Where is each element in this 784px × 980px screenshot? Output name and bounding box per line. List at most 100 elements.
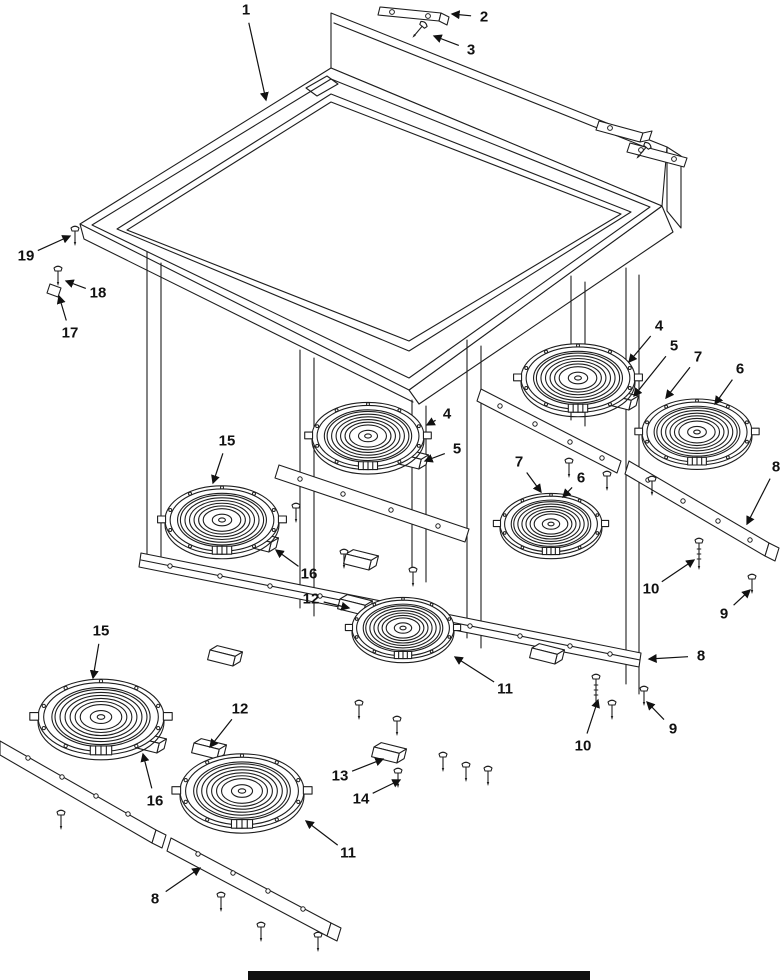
bolt: [694, 537, 704, 571]
callout-arrow: [425, 417, 436, 426]
callout-arrow: [714, 380, 732, 406]
cooktop-left-edge: [80, 224, 413, 402]
cooktop-flange-endcap: [667, 147, 681, 228]
callout-arrow: [453, 656, 494, 682]
burner-element: [171, 753, 313, 834]
screw: [256, 921, 266, 943]
callout-label: 7: [694, 349, 702, 366]
burner-element: [634, 398, 760, 470]
screw: [56, 809, 66, 831]
callout-label: 8: [151, 891, 159, 908]
callout-arrow: [562, 487, 572, 498]
callout-arrow: [166, 867, 202, 892]
callout-arrow: [628, 336, 651, 364]
screw: [483, 765, 493, 787]
callout-label: 6: [736, 361, 744, 378]
callout-label: 15: [93, 623, 110, 640]
callout-label: 6: [577, 470, 585, 487]
callout-arrow: [352, 757, 385, 771]
callout-arrow: [527, 473, 542, 494]
callout-arrow: [211, 453, 223, 485]
callout-label: 15: [219, 433, 236, 450]
screw: [354, 699, 364, 721]
small-bracket-left: [47, 284, 61, 297]
callout-label: 19: [18, 248, 35, 265]
support-rail-right: [625, 461, 779, 561]
callout-arrow: [423, 454, 445, 463]
screw: [564, 457, 574, 479]
screw: [408, 566, 418, 588]
callout-label: 9: [720, 606, 728, 623]
callout-arrow: [274, 549, 299, 566]
callout-label: 18: [90, 285, 107, 302]
mounting-bracket-right-upper: [596, 121, 652, 142]
callout-label: 1: [242, 2, 250, 19]
mounting-clip: [207, 643, 244, 668]
screw: [607, 699, 617, 721]
bottom-edge-bar: [248, 971, 590, 980]
screw: [438, 751, 448, 773]
screw: [53, 265, 63, 287]
callout-arrow: [64, 279, 86, 288]
callout-label: 5: [453, 441, 461, 458]
callout-arrow: [324, 602, 351, 611]
callout-arrow: [249, 23, 269, 102]
callout-label: 13: [332, 768, 349, 785]
callout-label: 12: [303, 591, 320, 608]
callout-label: 7: [515, 454, 523, 471]
callout-label: 5: [670, 338, 678, 355]
callout-arrow: [587, 698, 600, 734]
burner-element: [493, 493, 609, 559]
callout-arrow: [209, 719, 232, 749]
callout-label: 9: [669, 721, 677, 738]
screw: [393, 767, 403, 789]
callout-label: 4: [655, 318, 664, 335]
screw: [461, 761, 471, 783]
callout-arrow: [734, 589, 751, 605]
callout-arrow: [304, 820, 338, 845]
screw: [70, 225, 80, 247]
bolt: [591, 673, 601, 707]
callout-label: 2: [480, 9, 488, 26]
cooktop-surface: [80, 68, 662, 390]
callout-arrow: [665, 367, 690, 400]
screw: [291, 502, 301, 524]
callout-arrow: [646, 701, 664, 720]
screw: [216, 891, 226, 913]
callout-label: 16: [147, 793, 164, 810]
callout-label: 14: [353, 791, 370, 808]
screw: [602, 470, 612, 492]
callout-label: 8: [772, 459, 780, 476]
callout-arrow: [432, 34, 459, 45]
callout-arrow: [746, 479, 770, 526]
callout-label: 8: [697, 648, 705, 665]
screw: [313, 931, 323, 953]
callout-label: 3: [467, 42, 475, 59]
cooktop-main-top: [80, 13, 681, 404]
callout-arrow: [89, 644, 99, 680]
callout-arrow: [662, 559, 696, 582]
callout-arrow: [633, 356, 666, 398]
callout-arrow: [373, 779, 402, 793]
screw: [639, 685, 649, 707]
mounting-clip: [343, 547, 380, 572]
callout-label: 17: [62, 325, 79, 342]
callout-arrow: [450, 10, 471, 20]
screw: [392, 715, 402, 737]
support-rail-bottom: [167, 838, 341, 941]
callout-label: 12: [232, 701, 249, 718]
callout-label: 4: [443, 406, 452, 423]
callout-label: 10: [643, 581, 660, 598]
callout-arrow: [140, 752, 152, 788]
callout-label: 16: [301, 566, 318, 583]
screw: [408, 19, 429, 41]
support-rail-upper-right: [477, 389, 621, 473]
callout-label: 10: [575, 738, 592, 755]
support-rail-lower-left: [0, 741, 166, 848]
callout-label: 11: [497, 681, 513, 698]
rating-plate: [306, 76, 338, 96]
support-rail-middle-left: [275, 465, 469, 542]
